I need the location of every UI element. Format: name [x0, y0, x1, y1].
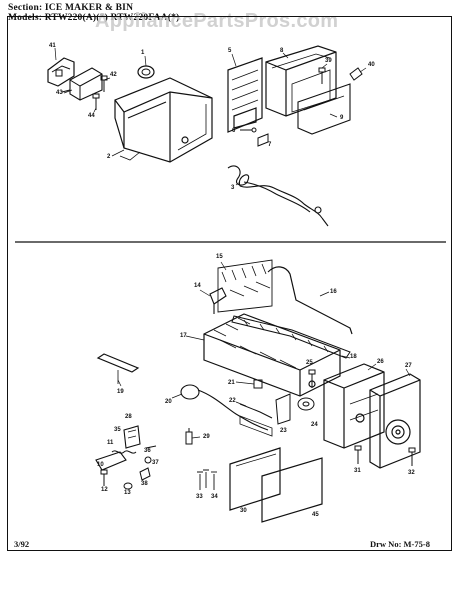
callout-36: 36 [144, 448, 151, 454]
callout-38: 38 [141, 481, 148, 487]
part-10-arm [95, 451, 127, 471]
callout-1: 1 [141, 50, 145, 56]
part-34-screws [211, 471, 217, 490]
part-2-ice-bin [114, 77, 213, 163]
callout-19: 19 [117, 389, 124, 395]
callout-14: 14 [194, 283, 201, 289]
callout-2: 2 [107, 154, 111, 160]
callout-17: 17 [180, 333, 187, 339]
callout-5: 5 [228, 48, 232, 54]
callout-40: 40 [368, 62, 375, 68]
section-title: Section: ICE MAKER & BIN [8, 3, 134, 13]
part-35-switch-assembly [123, 425, 141, 449]
callout-23: 23 [280, 428, 287, 434]
callout-11: 11 [107, 440, 114, 446]
part-8-housing [265, 45, 337, 117]
callout-15: 15 [216, 254, 223, 260]
part-18-stripper [231, 315, 351, 359]
callout-37: 37 [152, 460, 159, 466]
part-29-fitting [185, 428, 193, 445]
part-39-screw [318, 67, 326, 84]
part-37-washer [144, 456, 152, 464]
callout-39: 39 [325, 58, 332, 64]
callout-25: 25 [306, 360, 313, 366]
footer-date: 3/92 [14, 539, 30, 549]
models-line: Models: RTW220(A)(*) RTW220FAA(*) [8, 13, 180, 23]
callout-27: 27 [405, 363, 412, 369]
callout-35: 35 [114, 427, 121, 433]
callout-20: 20 [165, 399, 172, 405]
part-9-deflector [297, 83, 351, 135]
part-11-spring [111, 450, 137, 454]
watermark: AppliancePartsPros.com [95, 10, 339, 32]
callout-18: 18 [350, 354, 357, 360]
part-23-fill-cup [275, 393, 291, 425]
callout-41: 41 [49, 43, 56, 49]
part-44-screw [92, 93, 100, 110]
part-27-cover [369, 373, 421, 469]
part-19-heater [96, 353, 140, 384]
part-6-screw [240, 127, 257, 133]
callout-13: 13 [124, 490, 131, 496]
callout-12: 12 [101, 487, 108, 493]
callout-32: 32 [408, 470, 415, 476]
callout-7: 7 [268, 142, 272, 148]
part-31-screw [354, 445, 362, 464]
part-32-screw [408, 447, 416, 466]
callout-22: 22 [229, 398, 236, 404]
part-17-ice-mold [203, 313, 341, 397]
part-12-screw [100, 469, 108, 486]
callout-45: 45 [312, 512, 319, 518]
part-7-clip [257, 133, 269, 147]
callout-8: 8 [280, 48, 284, 54]
callout-44: 44 [88, 113, 95, 119]
part-22-wire [239, 403, 273, 419]
part-33-screws [197, 469, 209, 490]
part-15-mold-cover [217, 259, 273, 313]
callout-24: 24 [311, 422, 318, 428]
callout-3: 3 [231, 185, 235, 191]
callout-33: 33 [196, 494, 203, 500]
part-20-thermostat [180, 384, 273, 437]
callout-10: 10 [97, 462, 104, 468]
footer-drawing-number: Drw No: M-75-8 [370, 539, 430, 549]
leader-lines [54, 47, 411, 439]
part-24-bearing [297, 397, 315, 411]
part-38-clip [139, 467, 151, 481]
part-3-wire-harness [227, 165, 329, 227]
callout-31: 31 [354, 468, 361, 474]
part-40-spacer [349, 67, 363, 81]
callout-30: 30 [240, 508, 247, 514]
callout-28: 28 [125, 414, 132, 420]
part-13-washer [123, 482, 133, 490]
callout-16: 16 [330, 289, 337, 295]
callout-26: 26 [377, 359, 384, 365]
callout-42: 42 [110, 72, 117, 78]
callout-43: 43 [56, 90, 63, 96]
part-43-connector [61, 67, 103, 101]
part-36-pin [145, 445, 157, 449]
callout-29: 29 [203, 434, 210, 440]
part-16-shutoff-arm [267, 266, 353, 335]
part-5-bin-front [227, 57, 263, 133]
part-30-panel [229, 447, 281, 511]
part-26-support [323, 363, 385, 449]
callout-9: 9 [340, 115, 344, 121]
callout-34: 34 [211, 494, 218, 500]
part-1-nut [137, 65, 155, 79]
part-25-screw [308, 369, 316, 388]
callout-21: 21 [228, 380, 235, 386]
diagram-frame [7, 16, 452, 551]
part-45-panel [261, 457, 323, 523]
callout-6: 6 [232, 128, 236, 134]
part-14-clip [209, 287, 227, 314]
part-41-bracket [47, 57, 75, 87]
